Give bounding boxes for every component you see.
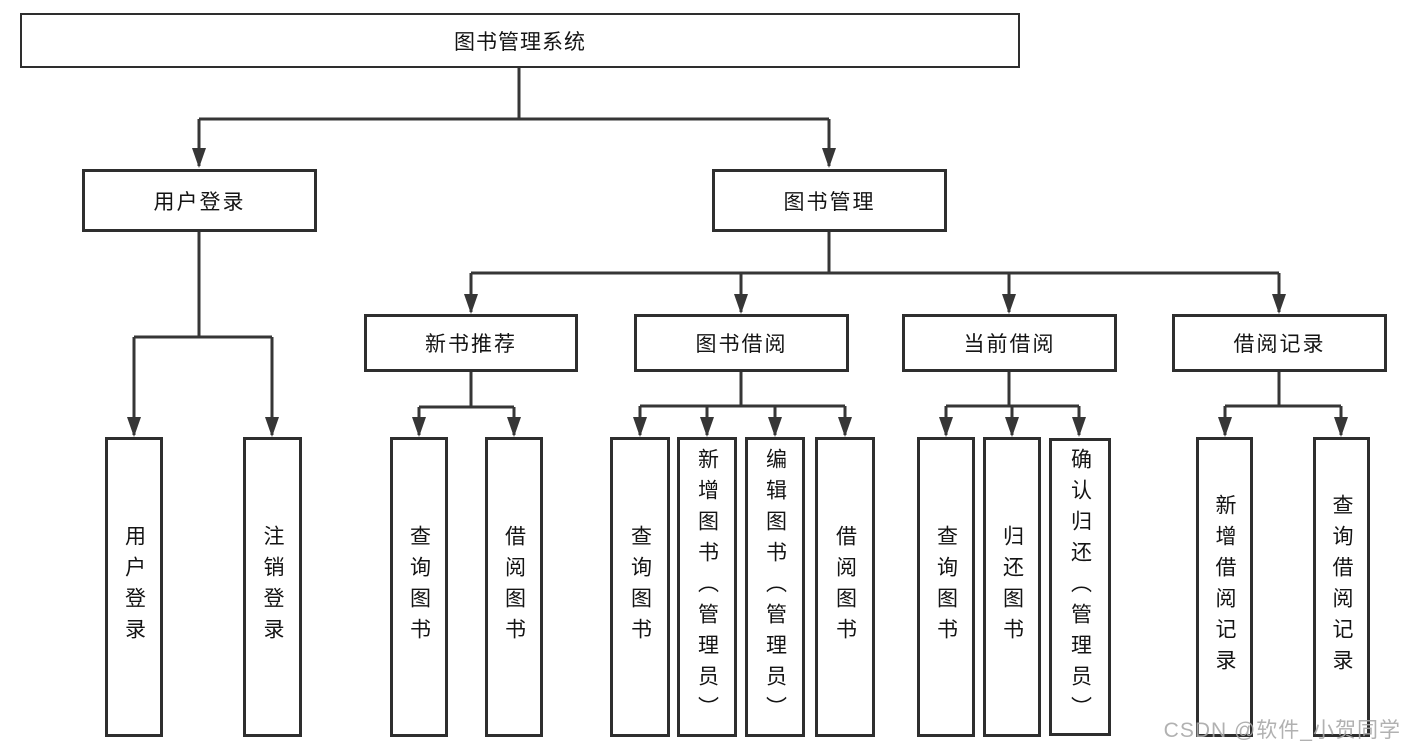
leaf-label: 确认归还（管理员）	[1068, 447, 1092, 727]
leaf-label: 借阅图书	[833, 525, 857, 649]
leaf-add-borrow-record: 新增借阅记录	[1196, 437, 1253, 737]
leaf-edit-book-admin: 编辑图书（管理员）	[745, 437, 805, 737]
leaf-confirm-return-admin: 确认归还（管理员）	[1049, 438, 1111, 736]
leaf-borrow-books-borrowing: 借阅图书	[815, 437, 875, 737]
leaf-query-books-borrowing: 查询图书	[610, 437, 670, 737]
csdn-watermark: CSDN @软件_小贺同学	[1163, 719, 1401, 742]
leaf-label: 新增借阅记录	[1213, 494, 1236, 680]
leaf-logout: 注销登录	[243, 437, 302, 737]
node-book-management: 图书管理	[712, 169, 947, 232]
leaf-query-borrow-record: 查询借阅记录	[1313, 437, 1370, 737]
leaf-label: 借阅图书	[502, 525, 526, 649]
node-new-book-recommendation: 新书推荐	[364, 314, 578, 372]
leaf-return-books: 归还图书	[983, 437, 1041, 737]
leaf-borrow-books-recommend: 借阅图书	[485, 437, 543, 737]
node-library-management-system: 图书管理系统	[20, 13, 1020, 68]
leaf-label: 归还图书	[1000, 525, 1024, 649]
leaf-label: 编辑图书（管理员）	[763, 447, 787, 727]
leaf-label: 查询图书	[934, 525, 958, 649]
leaf-label: 用户登录	[122, 525, 146, 649]
leaf-label: 查询借阅记录	[1330, 494, 1353, 680]
node-book-borrowing: 图书借阅	[634, 314, 849, 372]
leaf-user-login: 用户登录	[105, 437, 163, 737]
leaf-query-books-recommend: 查询图书	[390, 437, 448, 737]
leaf-label: 查询图书	[628, 525, 652, 649]
leaf-label: 查询图书	[407, 525, 431, 649]
node-current-borrowing: 当前借阅	[902, 314, 1117, 372]
node-borrowing-records: 借阅记录	[1172, 314, 1387, 372]
leaf-query-books-current: 查询图书	[917, 437, 975, 737]
node-user-login: 用户登录	[82, 169, 317, 232]
leaf-add-book-admin: 新增图书（管理员）	[677, 437, 737, 737]
leaf-label: 注销登录	[261, 525, 284, 649]
leaf-label: 新增图书（管理员）	[695, 447, 719, 727]
